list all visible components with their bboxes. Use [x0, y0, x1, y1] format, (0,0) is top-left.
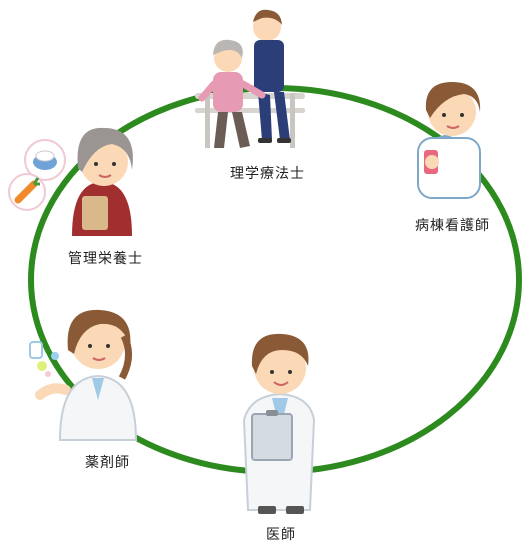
dietitian-with-food-icon	[8, 127, 133, 236]
nurse-icon	[417, 82, 481, 199]
label-dietitian: 管理栄養士	[66, 248, 145, 268]
doctor-with-clipboard-icon	[242, 333, 316, 514]
pharmacist-with-pills-icon	[29, 309, 138, 441]
label-ward-nurse: 病棟看護師	[413, 215, 492, 235]
label-doctor: 医師	[264, 524, 298, 544]
label-physical-therapist: 理学療法士	[228, 163, 307, 183]
label-pharmacist: 薬剤師	[83, 452, 132, 472]
therapist-with-elderly-patient-icon	[195, 9, 305, 148]
